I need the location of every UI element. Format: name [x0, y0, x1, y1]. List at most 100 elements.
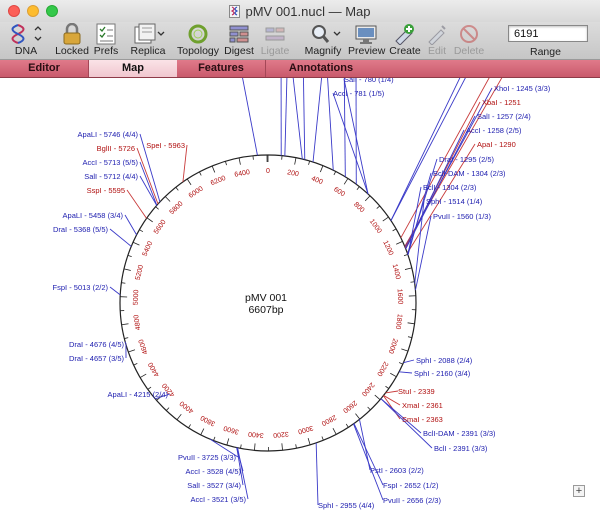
- site-connector: [155, 393, 171, 400]
- magnify-button[interactable]: Magnify: [298, 23, 348, 57]
- site-label[interactable]: PvuII - 2656 (2/3): [383, 496, 441, 505]
- site-label[interactable]: SphI - 2955 (4/4): [318, 501, 375, 510]
- site-connector: [124, 341, 127, 345]
- delete-button[interactable]: Delete: [452, 23, 486, 57]
- preview-button[interactable]: Preview: [348, 23, 385, 57]
- site-label[interactable]: DraI - 4676 (4/5): [69, 340, 125, 349]
- scale-tick: [407, 336, 412, 339]
- site-label[interactable]: AccI - 1258 (2/5): [466, 126, 522, 135]
- site-label[interactable]: DraI - 1295 (2/5): [439, 155, 495, 164]
- site-label[interactable]: FspI - 2652 (1/2): [383, 481, 439, 490]
- site-label[interactable]: AccI - 781 (1/5): [333, 89, 385, 98]
- site-label[interactable]: DraI - 5368 (5/5): [53, 225, 109, 234]
- site-label[interactable]: AccI - 3528 (4/5): [186, 467, 242, 476]
- site-label[interactable]: SspI - 5595: [87, 186, 125, 195]
- site-label[interactable]: FspI - 5013 (2/2): [53, 283, 109, 292]
- site-connector: [312, 78, 323, 163]
- range-input[interactable]: 6191: [508, 25, 588, 42]
- site-label[interactable]: StuI - 2339: [398, 387, 435, 396]
- site-label[interactable]: DraI - 4657 (3/5): [69, 354, 125, 363]
- zoom-window-button[interactable]: [46, 5, 58, 17]
- scale-tick: [147, 386, 152, 390]
- site-connector: [126, 189, 147, 219]
- replica-button[interactable]: Replica: [128, 23, 168, 57]
- site-label[interactable]: BglII - 5726: [97, 144, 135, 153]
- site-connector: [380, 398, 433, 449]
- tab-annotations[interactable]: Annotations: [288, 62, 354, 74]
- tab-editor[interactable]: Editor: [0, 60, 89, 77]
- site-label[interactable]: SalI - 3527 (3/4): [187, 481, 241, 490]
- ligate-button[interactable]: Ligate: [258, 23, 292, 57]
- scale-tick: [164, 196, 171, 202]
- site-label[interactable]: PvuII - 3725 (3/3): [178, 453, 236, 462]
- scale-tick: [333, 171, 337, 176]
- site-label[interactable]: SphI - 2160 (3/4): [414, 369, 471, 378]
- scale-tick: [132, 241, 140, 246]
- site-label[interactable]: SmaI - 2363: [402, 415, 443, 424]
- document-icon: [229, 5, 241, 18]
- scale-tick: [124, 337, 129, 339]
- site-connector: [139, 175, 158, 206]
- prefs-button[interactable]: Prefs: [92, 23, 120, 57]
- site-label[interactable]: BclI-DAM - 2391 (3/3): [423, 429, 496, 438]
- scale-label: 2800: [320, 413, 337, 426]
- window-title: pMV 001.nucl — Map: [245, 4, 371, 19]
- site-label[interactable]: AccI - 3521 (3/5): [191, 495, 247, 504]
- tab-map[interactable]: Map: [89, 60, 177, 77]
- scale-tick: [254, 443, 256, 451]
- plasmid-name: pMV 001: [245, 292, 287, 304]
- scale-tick: [319, 165, 324, 173]
- site-label[interactable]: XbaI - 1251: [482, 98, 521, 107]
- site-label[interactable]: BclI-DAM - 1304 (2/3): [433, 169, 506, 178]
- scale-tick: [121, 282, 126, 284]
- edit-button[interactable]: Edit: [424, 23, 450, 57]
- scale-label: 800: [352, 201, 365, 214]
- site-connector: [390, 78, 466, 221]
- locked-label: Locked: [55, 45, 89, 57]
- site-label[interactable]: ApaLI - 5458 (3/4): [63, 211, 124, 220]
- site-label[interactable]: PvuII - 1560 (1/3): [433, 212, 491, 221]
- site-label[interactable]: SphI - 2088 (2/4): [416, 356, 473, 365]
- site-label[interactable]: NotI - 1239: [506, 78, 543, 79]
- site-connector: [403, 359, 415, 364]
- scale-label: 4400: [147, 361, 161, 378]
- site-connector: [353, 423, 384, 486]
- scale-tick: [401, 348, 409, 352]
- site-connector: [407, 186, 422, 256]
- scale-label: 600: [332, 186, 346, 198]
- site-label[interactable]: SphI - 1514 (1/4): [426, 197, 483, 206]
- site-label[interactable]: ApaI - 1290: [477, 140, 516, 149]
- scale-tick: [281, 443, 283, 451]
- create-button[interactable]: Create: [388, 23, 422, 57]
- digest-button[interactable]: Digest: [222, 23, 256, 57]
- range-label: Range: [530, 46, 561, 58]
- tab-features[interactable]: Features: [177, 60, 266, 77]
- site-label[interactable]: ApaLI - 5746 (4/4): [78, 130, 139, 139]
- scale-tick: [121, 323, 129, 326]
- scale-tick: [385, 385, 389, 389]
- site-label[interactable]: ApaLI - 4215 (2/4): [108, 390, 169, 399]
- site-label[interactable]: SalI - 5712 (4/4): [84, 172, 138, 181]
- minimize-window-button[interactable]: [27, 5, 39, 17]
- site-label[interactable]: SalI - 1257 (2/4): [477, 112, 531, 121]
- scale-label: 5600: [153, 219, 168, 236]
- delete-icon: [460, 25, 478, 43]
- dna-button[interactable]: DNA: [6, 23, 46, 57]
- site-connector: [124, 214, 137, 236]
- locked-button[interactable]: Locked: [52, 23, 92, 57]
- site-label[interactable]: AccI - 5713 (5/5): [83, 158, 139, 167]
- site-label[interactable]: BclI - 2391 (3/3): [434, 444, 488, 453]
- close-window-button[interactable]: [8, 5, 20, 17]
- site-label[interactable]: BclI - 1304 (2/3): [423, 183, 477, 192]
- site-label[interactable]: SalI - 780 (1/4): [344, 78, 394, 84]
- site-label[interactable]: XhoI - 1245 (3/3): [494, 84, 551, 93]
- scale-label: 4800: [133, 314, 142, 331]
- site-label[interactable]: SpeI - 5963: [146, 141, 185, 150]
- site-labels: SacI - 94 (2/4)XhoI - 246 (2/3)XhoI - 12…: [53, 78, 551, 510]
- topology-button[interactable]: Topology: [176, 23, 220, 57]
- site-label[interactable]: PstI - 2603 (2/2): [370, 466, 424, 475]
- site-label[interactable]: XmaI - 2361: [402, 401, 443, 410]
- add-button[interactable]: +: [573, 485, 585, 497]
